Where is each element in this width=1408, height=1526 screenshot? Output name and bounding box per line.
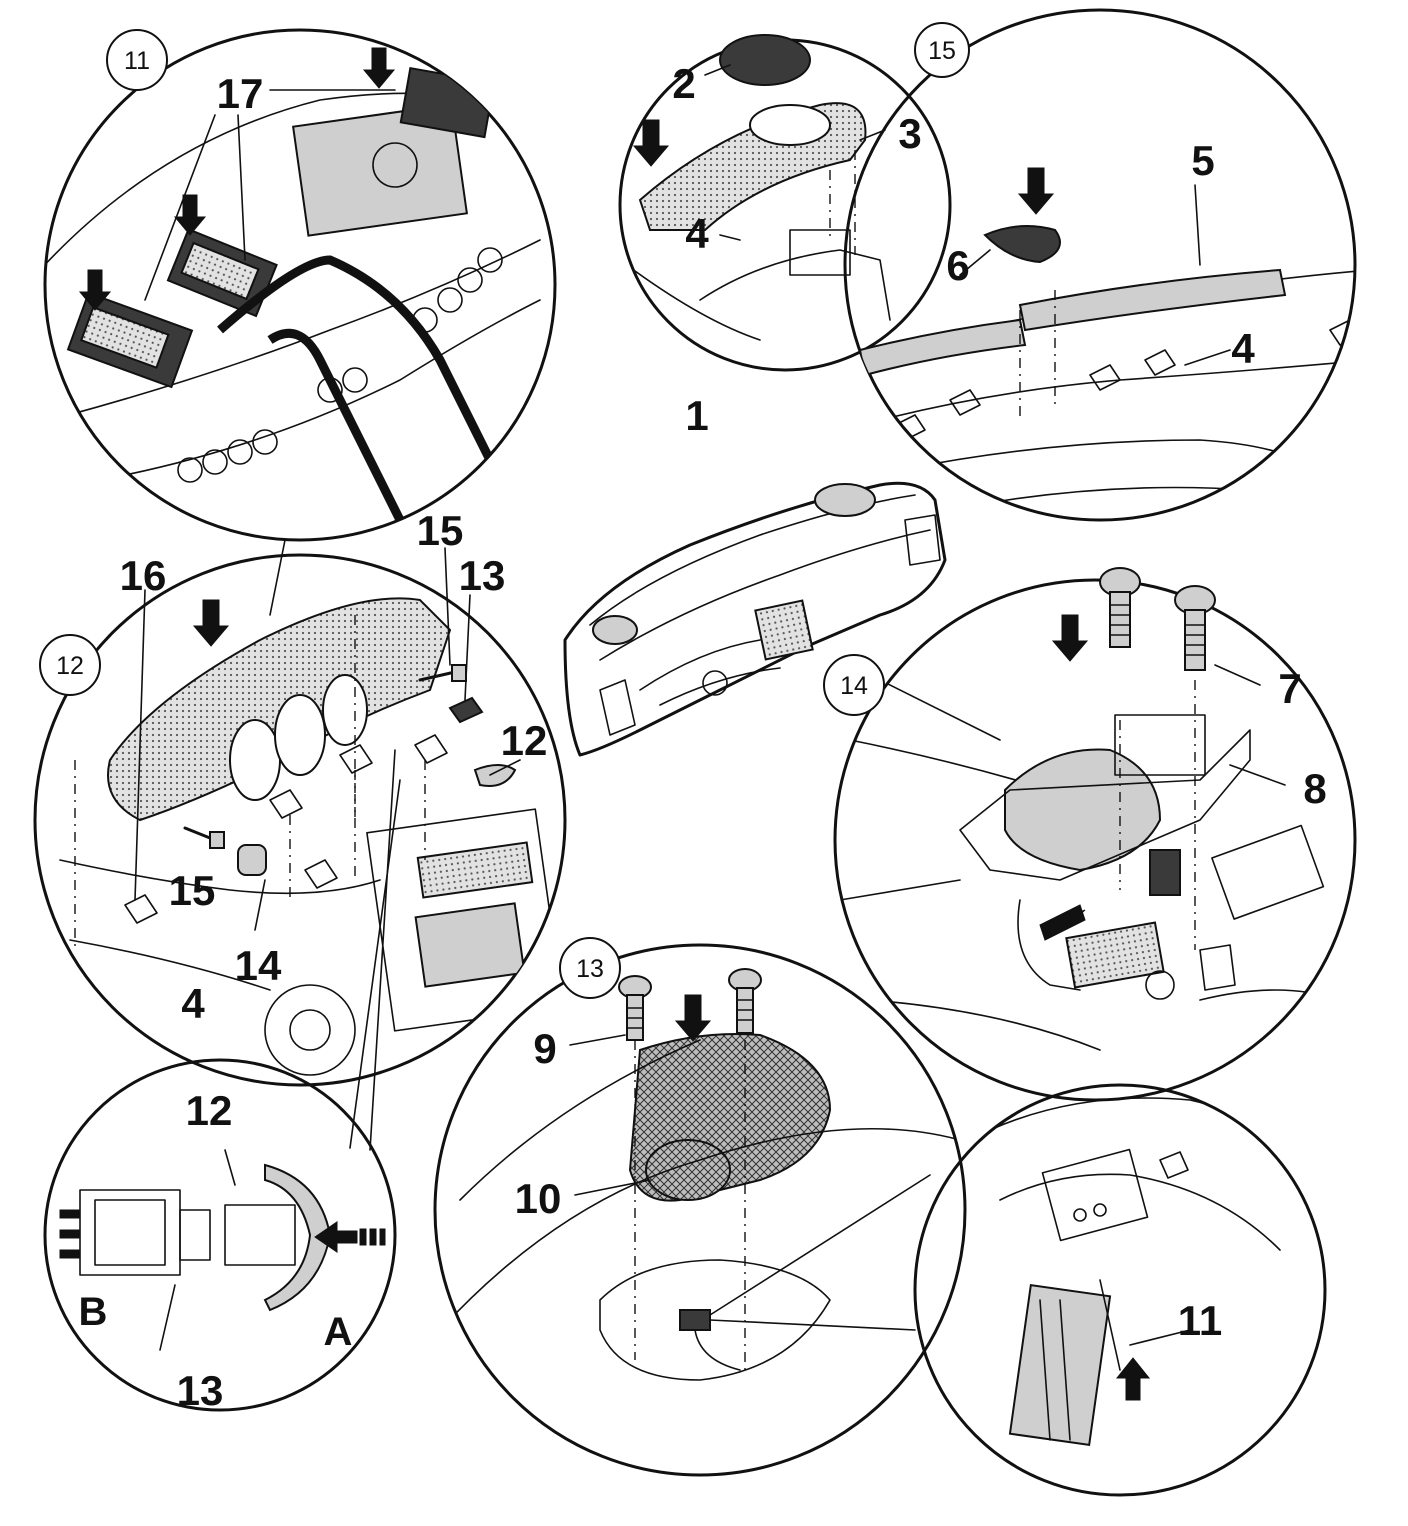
detail-marker-11: 11 [106,29,168,91]
down-arrow-icon [1017,167,1055,215]
callout-1: 1 [685,392,708,439]
down-arrow-icon [632,119,670,167]
down-arrow-icon [78,269,112,311]
callout-9: 9 [533,1025,556,1072]
detail-marker-14: 14 [823,654,885,716]
screw-icon [1174,585,1216,671]
detail-12-view [33,539,567,1087]
callout-3: 3 [898,110,921,157]
svg-text:13: 13 [576,955,604,983]
callout-6: 6 [946,242,969,289]
callout-13: 13 [177,1367,224,1414]
svg-text:12: 12 [56,652,84,680]
callout-12: 12 [501,717,548,764]
detail-11b-view [913,1083,1327,1497]
clip-icon [894,319,1355,441]
detail-14-view [833,567,1357,1102]
callout-2: 2 [672,60,695,107]
callout-10: 10 [515,1175,562,1222]
down-arrow-icon [362,47,396,89]
down-arrow-icon [674,994,712,1042]
bolt-row [177,247,503,483]
callout-16: 16 [120,552,167,599]
label-b: B [79,1290,108,1334]
detail-ab-view [43,749,401,1412]
screw-icon [183,826,225,849]
svg-text:15: 15 [928,37,956,65]
screw-icon [618,975,652,1041]
down-arrow-icon [173,194,207,236]
callout-5: 5 [1191,137,1214,184]
callout-4: 4 [685,210,709,257]
down-arrow-icon [192,599,230,647]
callout-12: 12 [186,1087,233,1134]
callout-11: 11 [1178,1297,1222,1344]
detail-13-view [433,943,967,1477]
detail-marker-12: 12 [39,634,101,696]
detail-11-view [43,28,557,542]
callout-15: 15 [169,867,216,914]
left-arrow-icon [314,1221,358,1253]
callout-8: 8 [1303,765,1326,812]
callout-13: 13 [459,552,506,599]
callout-7: 7 [1278,665,1301,712]
clip-icon [124,734,448,924]
down-arrow-icon [1051,614,1089,662]
callout-14: 14 [235,942,282,989]
detail-marker-13: 13 [559,937,621,999]
callout-4: 4 [1231,325,1255,372]
callout-4: 4 [181,980,205,1027]
up-arrow-icon [1115,1357,1151,1401]
svg-text:14: 14 [840,672,868,700]
dashboard-assembly [563,481,947,757]
label-a: A [324,1310,353,1354]
screw-icon [728,968,762,1034]
callout-17: 17 [217,70,264,117]
detail-15-view [618,8,1357,522]
screw-icon [1099,567,1141,648]
svg-text:11: 11 [124,47,150,75]
detail-marker-15: 15 [914,22,970,78]
callout-15: 15 [417,507,464,554]
